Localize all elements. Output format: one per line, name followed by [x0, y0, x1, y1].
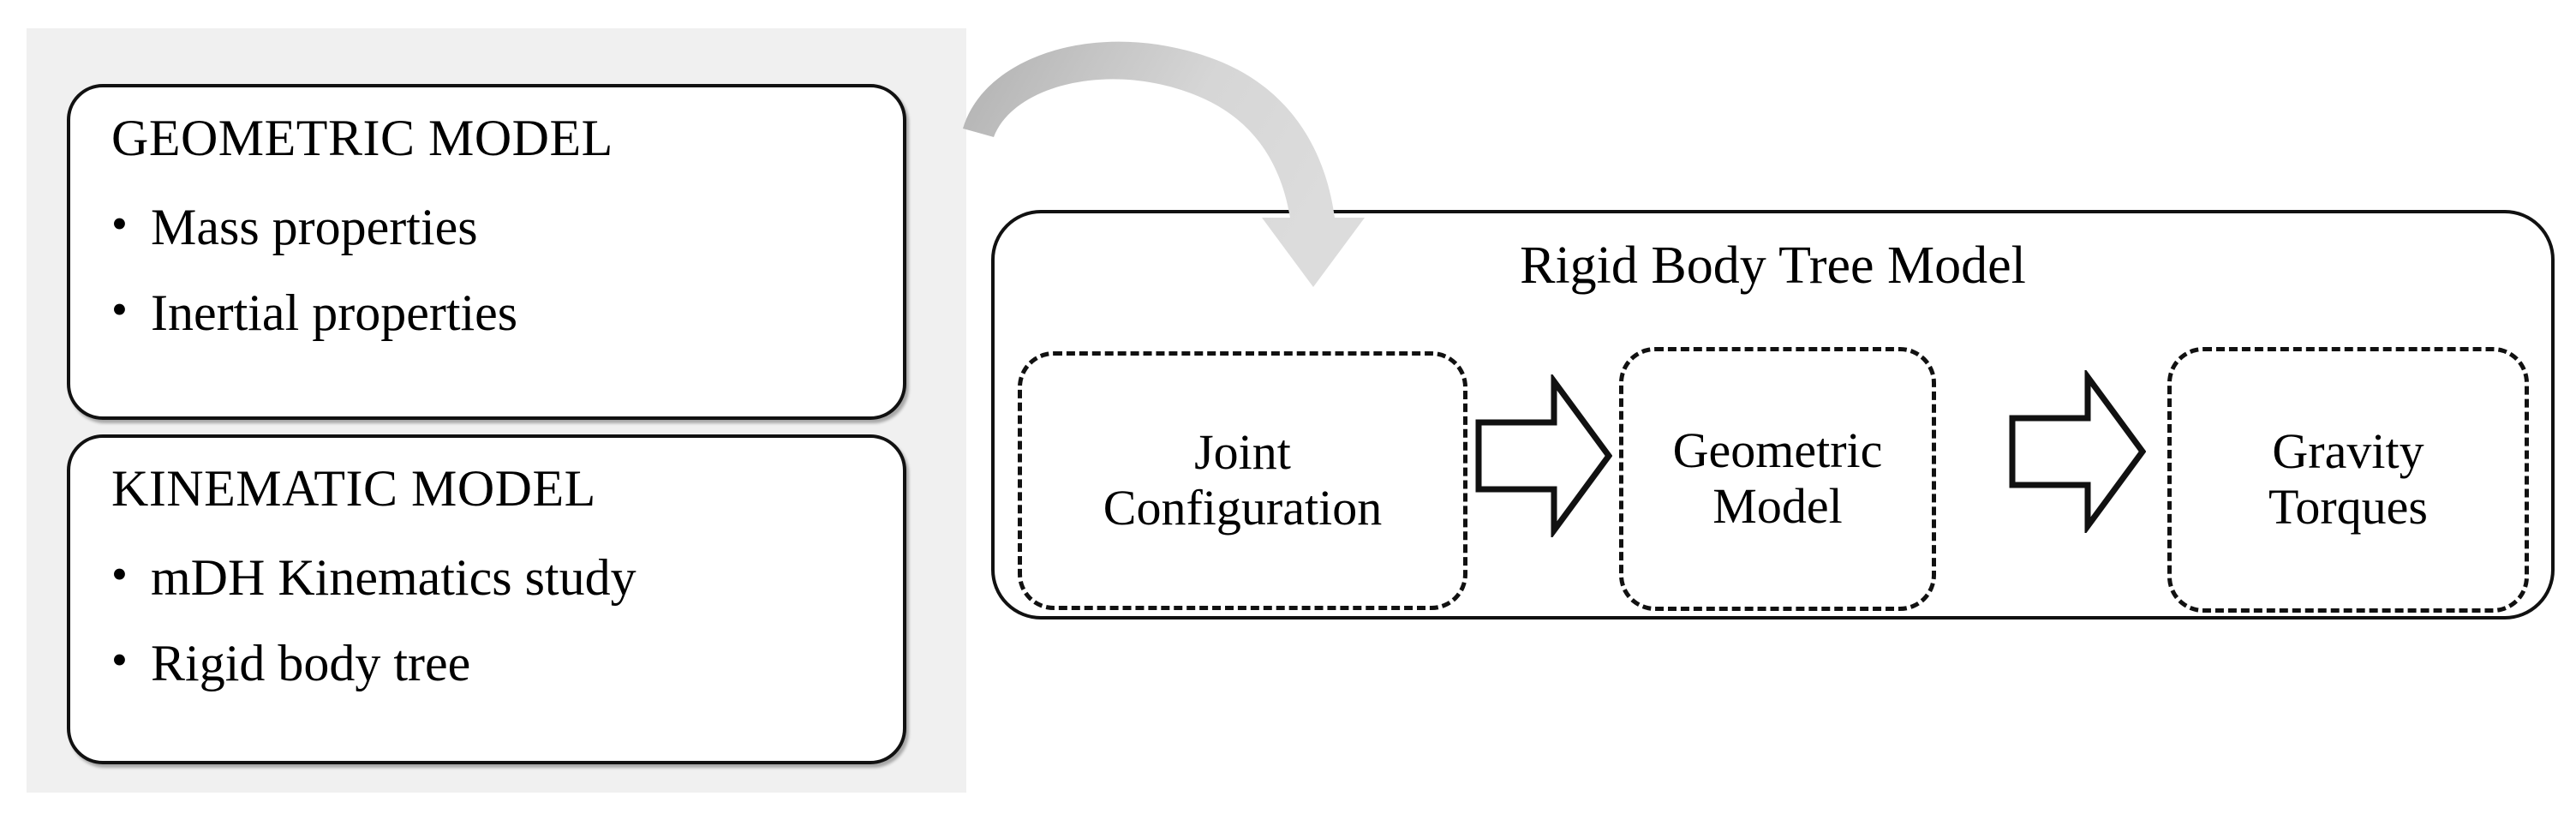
kinematic-model-bullet-list: • mDH Kinematics study • Rigid body tree	[111, 541, 865, 712]
bullet-dot-icon: •	[111, 634, 128, 685]
stage-gravity-torques-label: Gravity Torques	[2260, 423, 2436, 536]
bullet-dot-icon: •	[111, 284, 128, 335]
block-arrow-right-icon	[2009, 370, 2146, 533]
stage-gravity-torques: Gravity Torques	[2167, 347, 2529, 613]
stage-joint-configuration-label: Joint Configuration	[1095, 424, 1390, 536]
list-item: • Mass properties	[111, 190, 865, 264]
stage-label-line1: Geometric	[1672, 422, 1883, 479]
kinematic-model-title: KINEMATIC MODEL	[111, 460, 596, 517]
bullet-text: Mass properties	[151, 199, 478, 255]
stage-geometric-model: Geometric Model	[1619, 347, 1936, 611]
geometric-model-card: GEOMETRIC MODEL • Mass properties • Iner…	[67, 84, 906, 420]
list-item: • mDH Kinematics study	[111, 541, 865, 614]
kinematic-model-card: KINEMATIC MODEL • mDH Kinematics study •…	[67, 434, 906, 764]
stage-joint-configuration: Joint Configuration	[1018, 351, 1467, 610]
block-arrow-right-icon	[1475, 374, 1612, 537]
stage-label-line2: Model	[1712, 478, 1843, 534]
bullet-dot-icon: •	[111, 198, 128, 249]
geometric-model-title: GEOMETRIC MODEL	[111, 110, 613, 166]
rigid-body-tree-model-title: Rigid Body Tree Model	[1520, 236, 2026, 295]
bullet-text: Rigid body tree	[151, 635, 471, 691]
stage-label-line1: Gravity	[2272, 423, 2424, 480]
stage-label-line2: Torques	[2268, 479, 2428, 535]
list-item: • Rigid body tree	[111, 626, 865, 700]
bullet-text: Inertial properties	[151, 284, 518, 341]
rigid-body-tree-model-box	[991, 210, 2555, 620]
stage-label-line2: Configuration	[1103, 480, 1383, 536]
bullet-dot-icon: •	[111, 548, 128, 600]
stage-geometric-model-label: Geometric Model	[1665, 422, 1892, 535]
stage-label-line1: Joint	[1194, 424, 1291, 481]
geometric-model-bullet-list: • Mass properties • Inertial properties	[111, 190, 865, 362]
list-item: • Inertial properties	[111, 276, 865, 350]
bullet-text: mDH Kinematics study	[151, 549, 637, 606]
